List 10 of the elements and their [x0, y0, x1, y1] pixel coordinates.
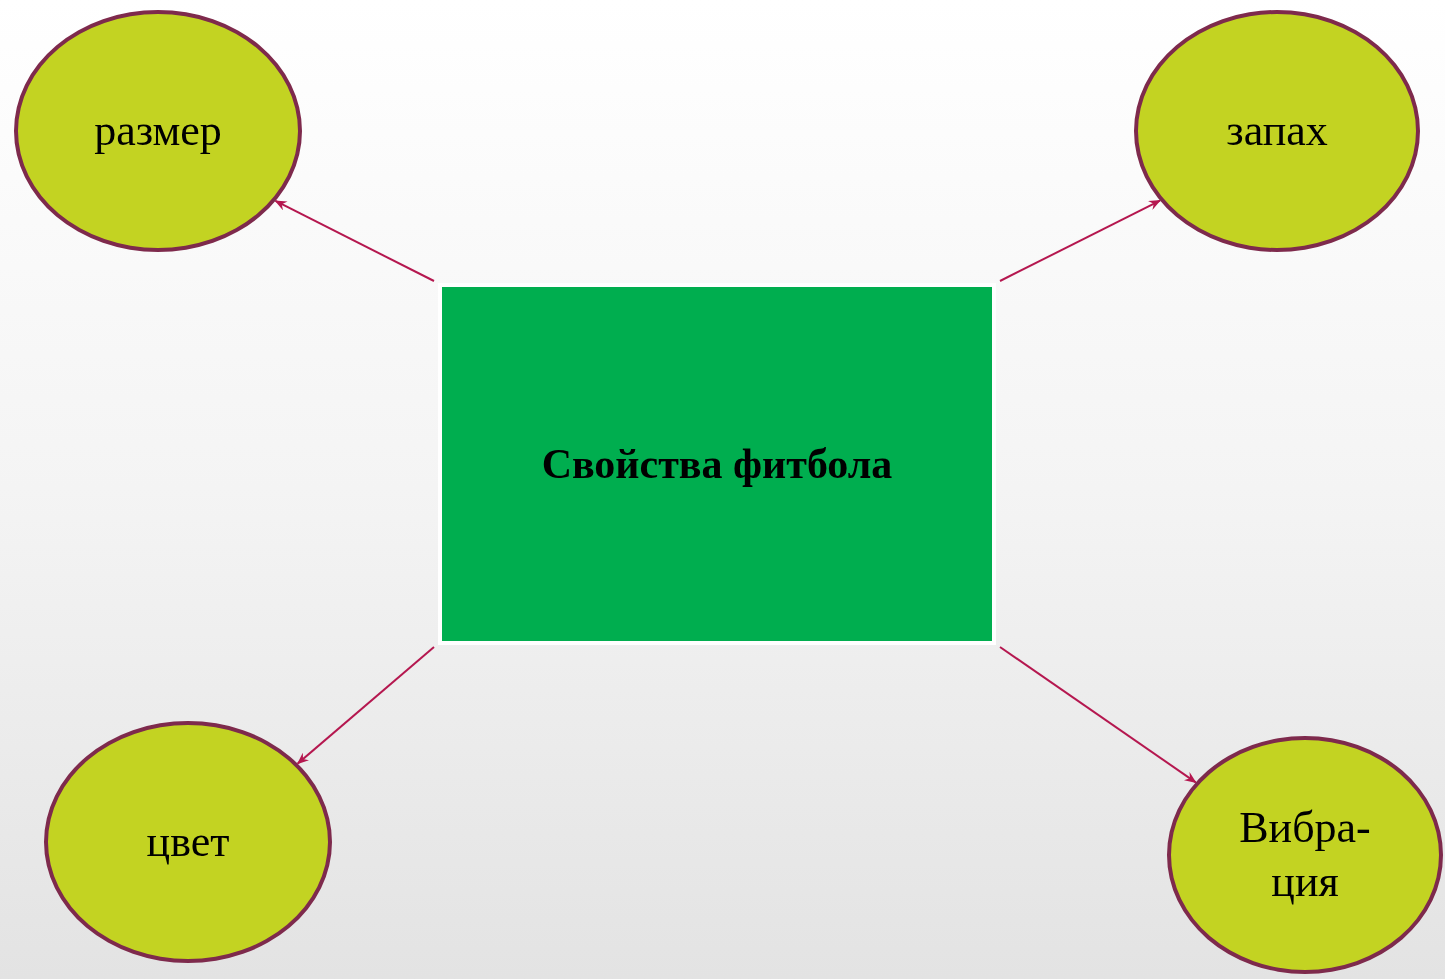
ellipse-label: Вибра- ция [1238, 802, 1372, 908]
ellipse-label: запах [1226, 105, 1328, 157]
arrow [999, 199, 1161, 282]
title-box [438, 283, 996, 645]
arrow [296, 646, 435, 765]
ellipse-label: размер [94, 105, 222, 157]
arrow [999, 646, 1197, 784]
ellipse-label: цвет [146, 816, 230, 868]
box-label: Свойства фитбола [541, 439, 893, 489]
arrow [274, 200, 435, 282]
